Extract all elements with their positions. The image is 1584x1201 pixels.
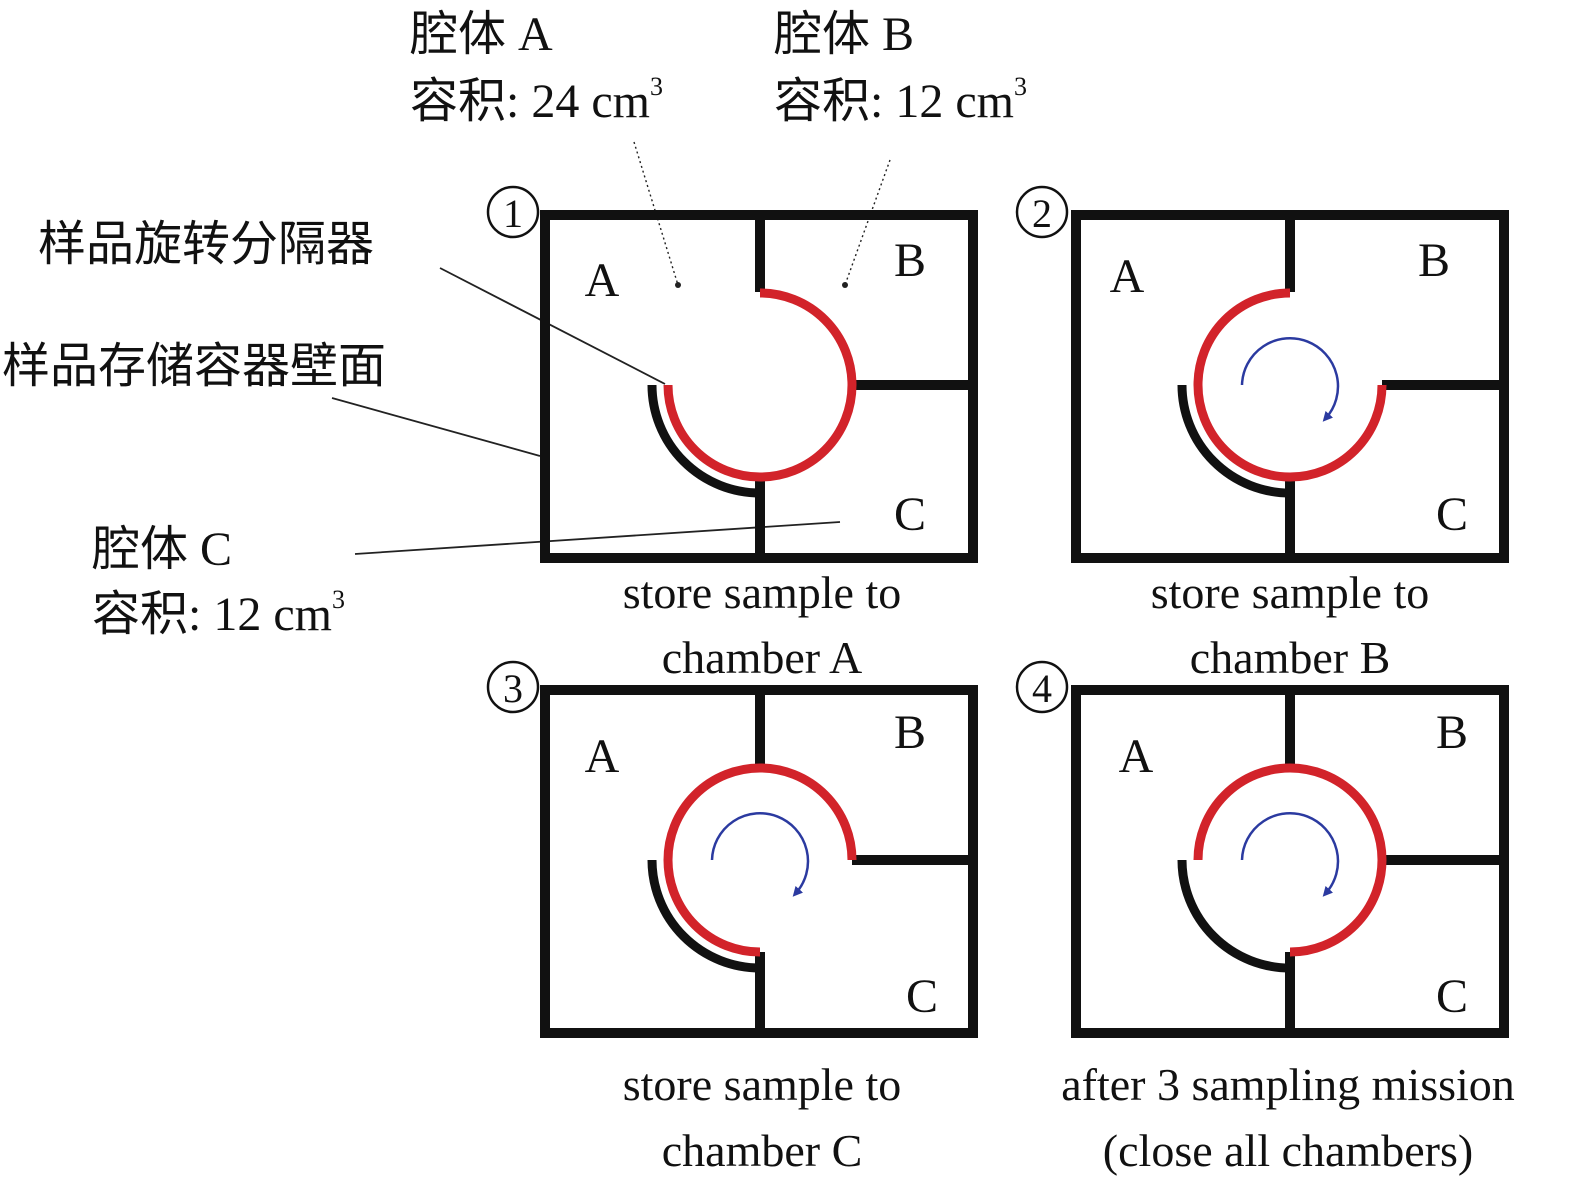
- caption-line-2: chamber B: [1190, 632, 1391, 683]
- chamber-a-name: 腔体 A: [410, 8, 553, 61]
- leader-separator: [439, 267, 666, 385]
- chamber-a-volume: 容积: 24 cm3: [410, 72, 663, 128]
- caption-line-1: store sample to: [623, 567, 902, 618]
- leader-chamber-b-dot: [842, 282, 848, 288]
- chamber-label-c: C: [1436, 970, 1468, 1023]
- rotation-arrow: [1240, 337, 1340, 422]
- fixed-wall-arc: [647, 384, 761, 498]
- callout-chamber-c: 腔体 C 容积: 12 cm3: [92, 523, 345, 641]
- panel-number: 1: [503, 191, 523, 236]
- chamber-label-c: C: [906, 970, 938, 1023]
- rotary-separator: [663, 763, 857, 957]
- panel-number-badge: [1015, 185, 1069, 239]
- chamber-label-a: A: [1119, 730, 1154, 783]
- rotary-separator: [663, 288, 857, 482]
- callout-chamber-a: 腔体 A 容积: 24 cm3: [410, 8, 663, 128]
- caption-line-2: (close all chambers): [1103, 1125, 1473, 1176]
- panel-number-badge: [1015, 660, 1069, 714]
- panel-number: 3: [503, 666, 523, 711]
- caption-line-1: after 3 sampling mission: [1061, 1059, 1515, 1110]
- leader-chamber-b: [844, 159, 891, 286]
- caption-line-2: chamber A: [662, 632, 863, 683]
- panel-4: 4 A B C after 3 sampling mission (close …: [1015, 660, 1515, 1176]
- separator-label: 样品旋转分隔器: [38, 218, 374, 271]
- leader-wall: [331, 397, 541, 457]
- chamber-label-c: C: [1436, 488, 1468, 541]
- wall-label: 样品存储容器壁面: [2, 340, 386, 393]
- chamber-label-b: B: [894, 706, 926, 759]
- callout-chamber-b: 腔体 B 容积: 12 cm3: [774, 8, 1027, 128]
- caption-line-1: store sample to: [1151, 567, 1430, 618]
- panel-number: 4: [1032, 666, 1052, 711]
- fixed-wall-arc: [1177, 859, 1291, 973]
- leader-lines: [331, 141, 891, 555]
- rotary-separator: [1193, 763, 1387, 957]
- chamber-b-name: 腔体 B: [774, 8, 914, 61]
- chamber-label-a: A: [585, 254, 620, 307]
- fixed-wall-arc: [1177, 384, 1291, 498]
- chamber-label-a: A: [1110, 250, 1145, 303]
- caption-line-1: store sample to: [623, 1059, 902, 1110]
- chamber-b-volume: 容积: 12 cm3: [774, 72, 1027, 128]
- leader-chamber-a-dot: [675, 282, 681, 288]
- chamber-label-b: B: [1436, 706, 1468, 759]
- panel-1: 1 A B C store sample to chamber A: [486, 185, 978, 683]
- chamber-label-b: B: [894, 234, 926, 287]
- chamber-c-name: 腔体 C: [92, 523, 232, 576]
- chamber-label-a: A: [585, 730, 620, 783]
- caption-line-2: chamber C: [662, 1125, 863, 1176]
- panel-2: 2 A B C store sample to chamber B: [1015, 185, 1509, 683]
- panel-number-badge: [486, 660, 540, 714]
- chamber-c-volume: 容积: 12 cm3: [92, 585, 345, 641]
- panel-number-badge: [486, 185, 540, 239]
- panel-3: 3 A B C store sample to chamber C: [486, 660, 978, 1176]
- chamber-label-b: B: [1418, 234, 1450, 287]
- rotary-separator: [1193, 288, 1387, 482]
- rotation-arrow: [710, 812, 810, 897]
- fixed-wall-arc: [647, 859, 761, 973]
- leader-chamber-c: [354, 521, 841, 555]
- panel-number: 2: [1032, 191, 1052, 236]
- rotation-arrow: [1240, 812, 1340, 897]
- chamber-label-c: C: [894, 488, 926, 541]
